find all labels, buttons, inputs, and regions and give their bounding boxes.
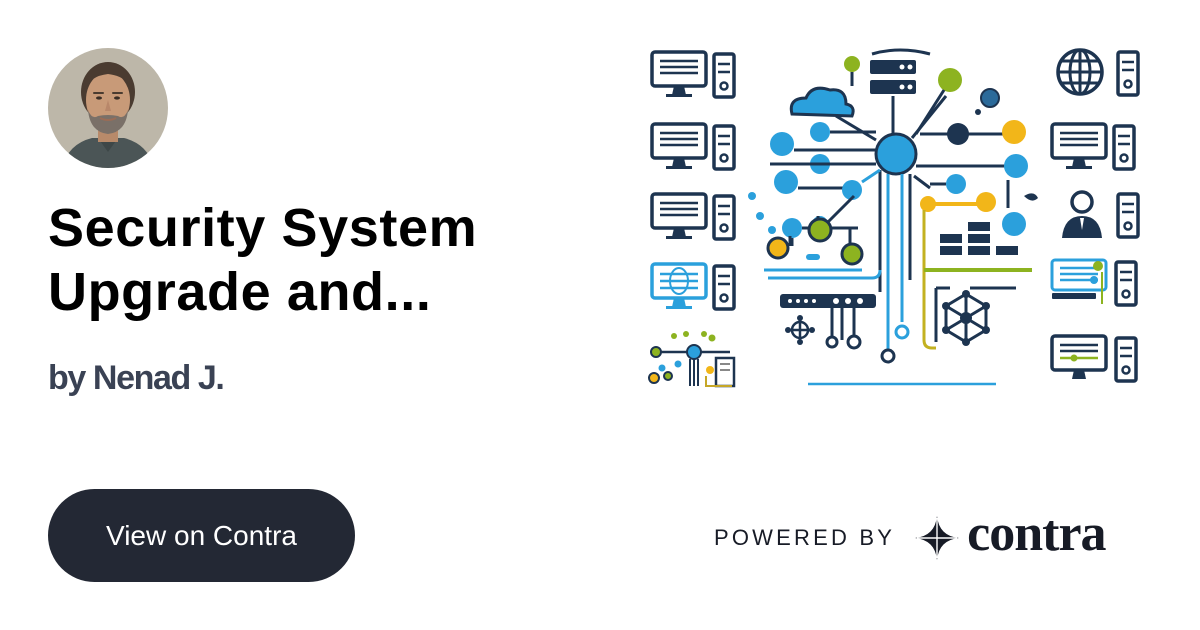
project-title: Security System Upgrade and... [48,196,568,324]
network-node-icon [785,315,815,345]
project-title-line-1: Security System [48,198,478,258]
powered-by-label: POWERED BY [714,525,896,550]
desktop-computer-icon [650,192,736,241]
network-diagram-illustration [648,48,1140,388]
user-server-icon [1062,190,1140,239]
desktop-computer-icon [1050,334,1138,383]
project-cover-illustration [640,40,1152,392]
view-on-contra-button[interactable]: View on Contra [48,489,355,582]
network-hub [748,48,1038,386]
powered-by-contra[interactable]: POWERED BY contra [714,508,1107,560]
author-photo [48,48,168,168]
author-avatar [48,48,168,168]
hexagon-network-icon [934,286,1016,346]
desktop-computer-icon [1050,122,1136,171]
globe-server-icon [1056,48,1140,97]
contra-star-icon [915,516,960,560]
circuit-board-icon [648,331,736,388]
project-title-line-2: Upgrade and... [48,262,432,322]
author-byline: by Nenad J. [48,359,225,397]
contra-logo-wordmark: contra [967,505,1106,562]
desktop-computer-blue-icon [650,262,736,311]
desktop-computer-icon [650,50,736,99]
desktop-computer-icon [650,122,736,171]
desktop-computer-circuit-icon [1050,258,1138,307]
